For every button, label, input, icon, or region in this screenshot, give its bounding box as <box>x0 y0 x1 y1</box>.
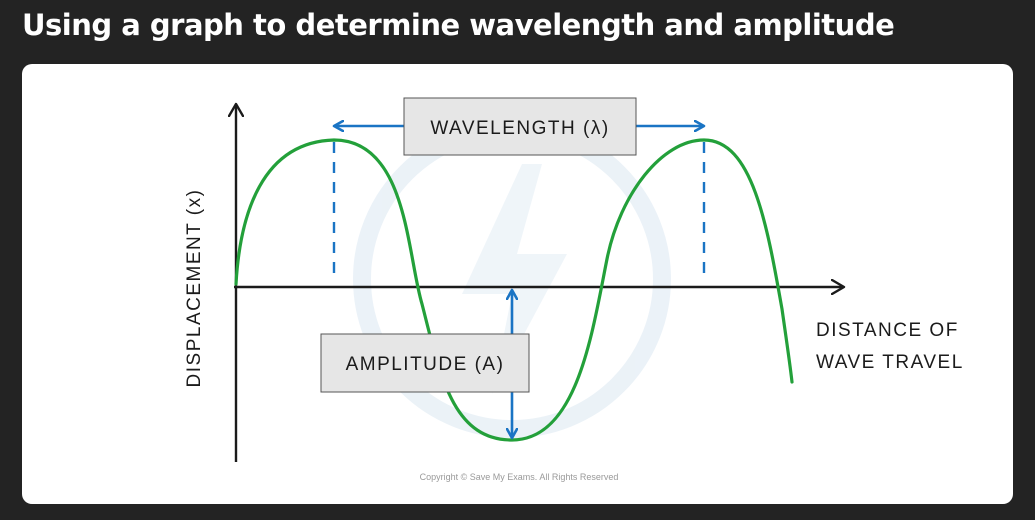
x-axis-label-line2: WAVE TRAVEL <box>816 352 964 373</box>
amplitude-label-box <box>320 333 530 393</box>
copyright-text: Copyright © Save My Exams. All Rights Re… <box>420 472 619 482</box>
amplitude-label: AMPLITUDE (A) <box>346 354 505 375</box>
x-axis-label-line1: DISTANCE OF <box>816 320 959 341</box>
page-title: Using a graph to determine wavelength an… <box>22 8 895 42</box>
y-axis-label: DISPLACEMENT (x) <box>184 189 205 388</box>
wave-curve <box>234 138 794 442</box>
wavelength-label-box <box>403 97 637 156</box>
wave-diagram: WAVELENGTH (λ) AMPLITUDE (A) DISPLACEMEN… <box>184 97 964 482</box>
wavelength-label: WAVELENGTH (λ) <box>430 118 609 139</box>
diagram-card: WAVELENGTH (λ) AMPLITUDE (A) DISPLACEMEN… <box>22 64 1013 504</box>
